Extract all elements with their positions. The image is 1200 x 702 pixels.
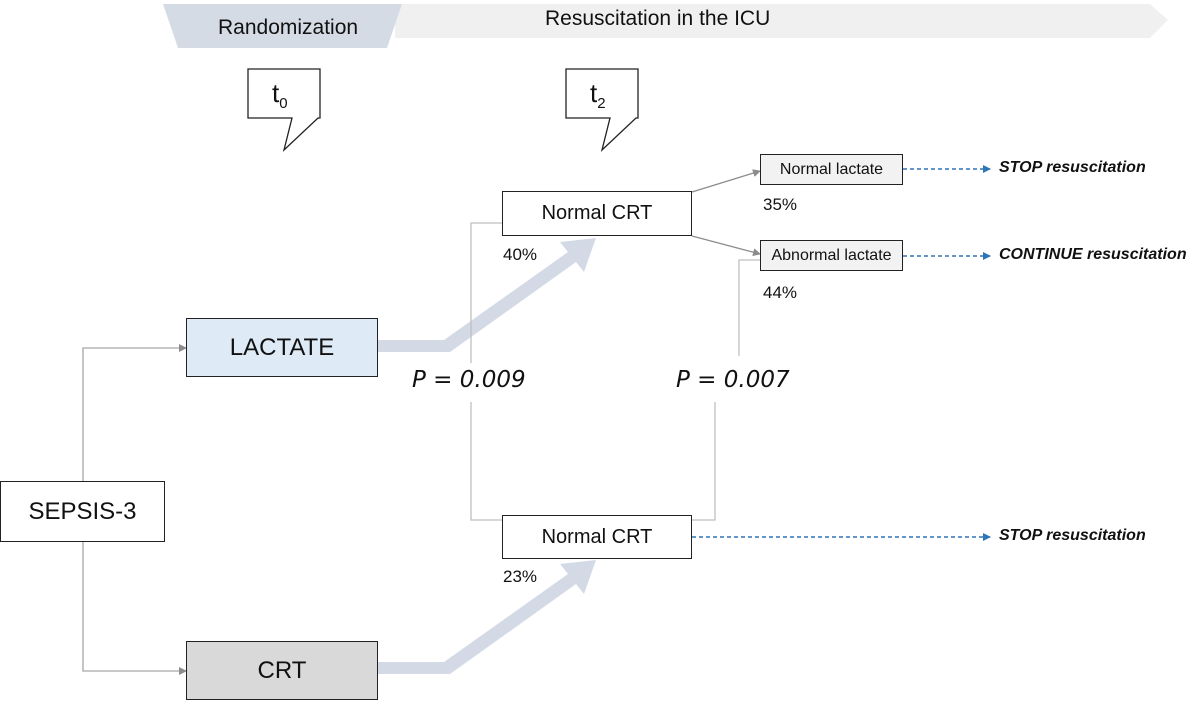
connector-to-abnormal-lactate <box>691 235 761 257</box>
bracket-left-top <box>470 222 502 363</box>
resuscitation-label: Resuscitation in the ICU <box>545 7 771 30</box>
sepsis-box: SEPSIS-3 <box>0 481 165 542</box>
randomization-label: Randomization <box>218 16 359 39</box>
pct-abnormal-lactate: 44% <box>763 283 798 302</box>
t2-label: t2 <box>590 78 606 113</box>
pct-normal-lactate: 35% <box>763 195 798 214</box>
normal-crt-bottom-label: Normal CRT <box>541 525 653 548</box>
pct-normal-crt-bottom: 23% <box>503 567 538 586</box>
normal-lactate-label: Normal lactate <box>779 160 884 178</box>
crt-label: CRT <box>257 656 307 684</box>
t0-label: t0 <box>272 78 288 113</box>
normal-lactate-box: Normal lactate <box>760 154 903 185</box>
normal-crt-bottom-box: Normal CRT <box>502 515 692 559</box>
bracket-right-bottom <box>692 402 716 521</box>
p-value-right: P = 0.007 <box>676 367 790 393</box>
normal-crt-top-box: Normal CRT <box>502 191 692 236</box>
connector-sepsis-lactate <box>82 344 187 481</box>
normal-crt-top-label: Normal CRT <box>541 202 653 224</box>
t0-bubble <box>247 68 321 152</box>
flow-arrow-crt <box>378 560 596 674</box>
outcome-stop-bottom: STOP resuscitation <box>999 527 1146 544</box>
pct-normal-crt-top: 40% <box>503 245 538 264</box>
abnormal-lactate-label: Abnormal lactate <box>771 246 892 264</box>
bracket-right-top <box>738 259 760 356</box>
lactate-box: LACTATE <box>186 318 378 377</box>
lactate-label: LACTATE <box>229 333 335 361</box>
outcome-continue: CONTINUE resuscitation <box>999 246 1187 263</box>
bracket-left-bottom <box>470 402 502 521</box>
crt-box: CRT <box>186 641 378 700</box>
randomization-band <box>163 4 402 48</box>
sepsis-label: SEPSIS-3 <box>28 497 137 525</box>
p-value-left: P = 0.009 <box>412 367 526 393</box>
resuscitation-band <box>395 4 1168 38</box>
abnormal-lactate-box: Abnormal lactate <box>760 240 903 271</box>
outcome-stop-top: STOP resuscitation <box>999 159 1146 176</box>
connector-to-normal-lactate <box>691 169 761 193</box>
flow-arrow-lactate <box>378 238 596 352</box>
t2-bubble <box>565 68 639 152</box>
connector-sepsis-crt <box>82 542 187 675</box>
